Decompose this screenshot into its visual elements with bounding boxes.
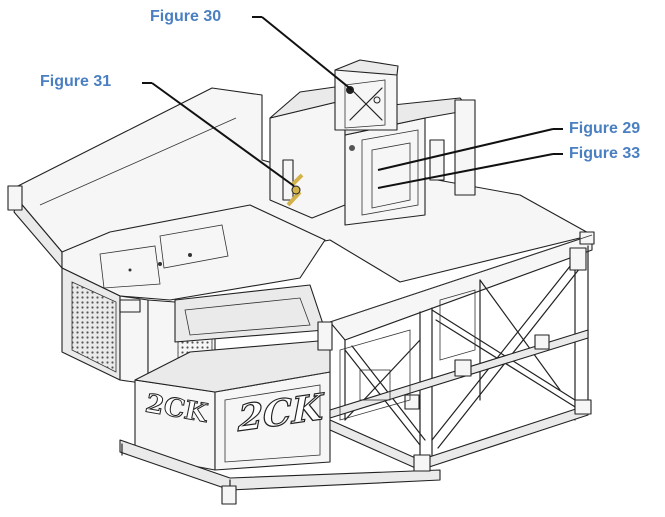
right-truss-frame bbox=[317, 231, 595, 472]
callout-figure-30: Figure 30 bbox=[150, 8, 222, 25]
inner-mechanism bbox=[339, 289, 476, 421]
callout-figure-29: Figure 29 bbox=[569, 120, 641, 137]
adjustment-knob bbox=[286, 173, 304, 207]
left-mesh-enclosure bbox=[61, 267, 149, 385]
front-left-panel-top bbox=[61, 204, 326, 301]
callout-figure-33: Figure 33 bbox=[569, 145, 641, 162]
callout-figure-31: Figure 31 bbox=[40, 73, 112, 90]
upper-housing bbox=[269, 59, 476, 226]
callout-leader-lines bbox=[142, 16, 563, 189]
left-cabinet bbox=[134, 339, 331, 471]
base-frame bbox=[119, 439, 441, 505]
